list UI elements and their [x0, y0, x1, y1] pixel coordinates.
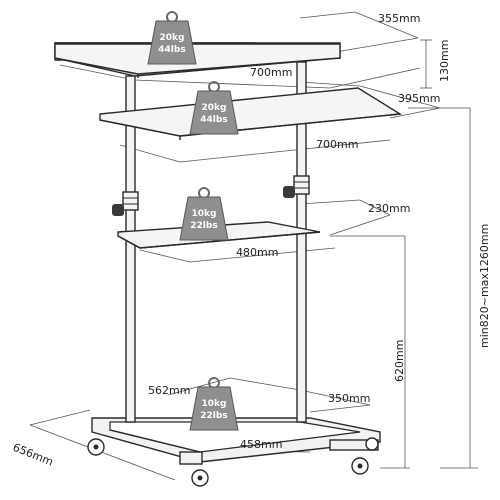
weight-kg: 20kg: [160, 33, 185, 43]
dim-top-width: 700mm: [250, 66, 292, 79]
weight-kg: 10kg: [192, 209, 217, 219]
dim-top-depth: 355mm: [378, 12, 420, 25]
weight-lbs: 44lbs: [158, 45, 185, 55]
dim-base-inner: 350mm: [328, 392, 370, 405]
dimension-labels: 355mm 700mm 130mm 395mm 700mm min820~max…: [11, 12, 491, 469]
dim-second-width: 700mm: [316, 138, 358, 151]
dimension-lines: [29, 11, 478, 481]
dim-base-width: 458mm: [240, 438, 282, 451]
dim-base-outer: 656mm: [11, 441, 55, 469]
weight-lbs: 22lbs: [190, 221, 217, 231]
dim-shelf-height: 620mm: [393, 340, 406, 382]
weight-lbs: 22lbs: [200, 411, 227, 421]
caster-wheels: [87, 437, 379, 487]
dim-shelf-depth: 230mm: [368, 202, 410, 215]
caster-wheel: [365, 437, 379, 451]
adjust-knob: [112, 204, 124, 216]
top-surface: [54, 42, 341, 78]
dim-base-depth: 562mm: [148, 384, 190, 397]
height-adjust-knobs: [112, 186, 295, 216]
dim-second-depth: 395mm: [398, 92, 440, 105]
weight-badge-base: 10kg 22lbs: [189, 377, 239, 431]
second-surface: [99, 87, 403, 140]
weight-badge-second: 20kg 44lbs: [189, 81, 239, 135]
weight-kg: 20kg: [202, 103, 227, 113]
adjust-knob: [283, 186, 295, 198]
base-frame: [91, 417, 381, 465]
weight-badge-shelf: 10kg 22lbs: [179, 187, 229, 241]
weight-badge-top: 20kg 44lbs: [147, 11, 197, 65]
weight-lbs: 44lbs: [200, 115, 227, 125]
dim-shelf-width: 480mm: [236, 246, 278, 259]
weight-kg: 10kg: [202, 399, 227, 409]
dim-height-range: min820~max1260mm: [478, 224, 491, 348]
dim-top-gap: 130mm: [438, 40, 451, 82]
